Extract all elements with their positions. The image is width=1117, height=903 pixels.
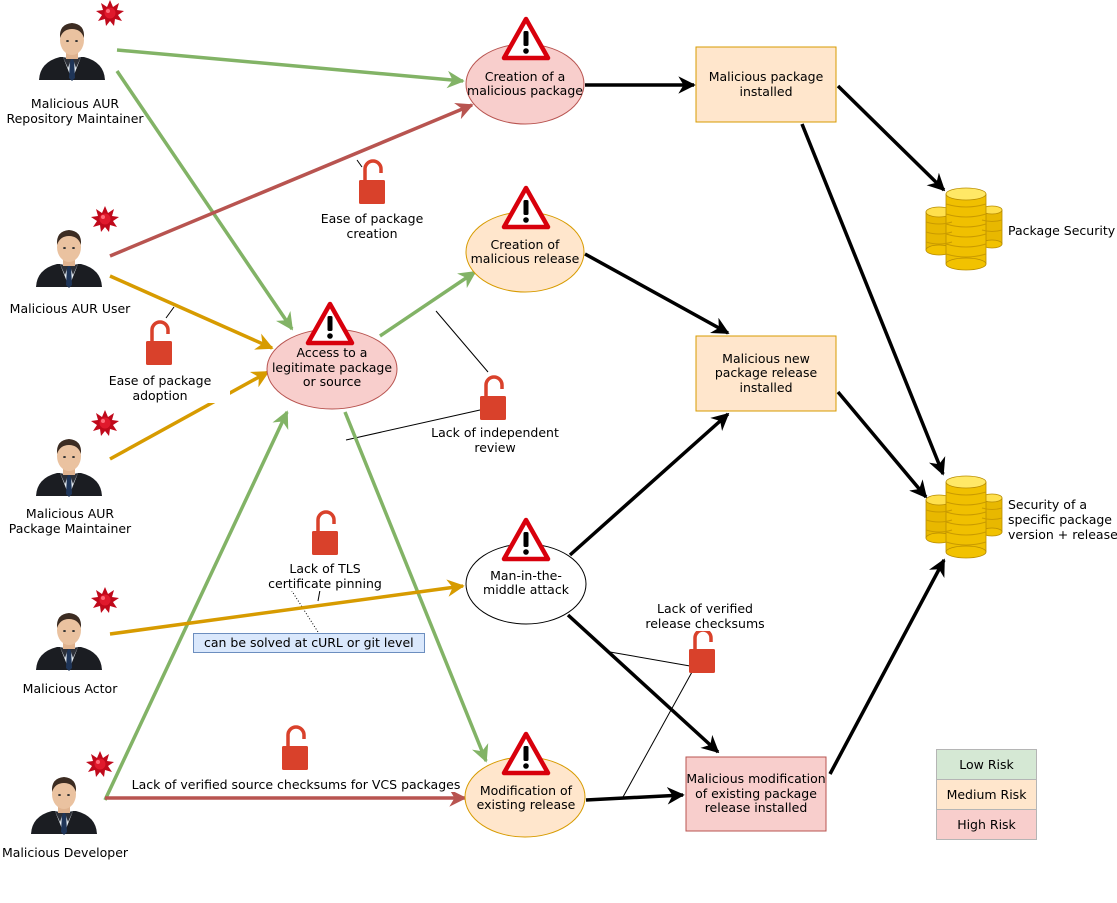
outcome-release-installed-box[interactable] (695, 335, 837, 412)
warning-icon (504, 188, 548, 227)
virus-icon (91, 587, 119, 613)
note-curl-git: can be solved at cURL or git level (193, 633, 425, 653)
warning-icon (504, 734, 548, 773)
person-icon (31, 777, 97, 835)
attack-creation-release-label: Creation of malicious release (470, 236, 580, 266)
legend-medium-risk: Medium Risk (936, 779, 1037, 810)
edge-dev-to-access (103, 410, 289, 801)
edge-repo-to-access (115, 70, 294, 331)
edge-mitm-to-newinstalled (568, 412, 730, 557)
attack-creation-pkg-label: Creation of a malicious package (467, 68, 583, 98)
attack-mitm-label: Man-in-the- middle attack (483, 567, 569, 597)
warning-icon (504, 19, 548, 58)
weakness-tls-pinning-label: Lack of TLS certificate pinning (250, 561, 400, 591)
actor-aur-user-label: Malicious AUR User (9, 301, 131, 316)
warning-icon (308, 304, 352, 343)
weakness-ease-adoption-label: Ease of package adoption (90, 373, 230, 403)
edge-user-to-access (109, 274, 274, 350)
open-lock-icon (478, 375, 508, 422)
person-icon (36, 613, 102, 671)
edge-actor-to-mitm (109, 579, 465, 636)
asset-pkg-security-label: Package Security (1008, 223, 1116, 238)
asset-version-security-label: Security of a specific package version +… (1008, 497, 1117, 542)
edge-newinstalled-to-versionsec (836, 390, 928, 499)
weakness-independent-review-label: Lack of independent review (415, 425, 575, 455)
edge-modinstalled-to-versionsec (828, 558, 946, 775)
weakness-ease-creation-label: Ease of package creation (302, 211, 442, 241)
warning-icon (504, 520, 548, 559)
virus-icon (91, 410, 119, 436)
orange-arrows (109, 274, 465, 636)
legend-high-risk: High Risk (936, 809, 1037, 840)
open-lock-icon (357, 159, 387, 206)
actor-pkg-maintainer-label: Malicious AUR Package Maintainer (8, 506, 132, 536)
open-lock-icon (310, 510, 340, 557)
actor-malicious-actor-label: Malicious Actor (22, 681, 118, 696)
open-lock-icon (144, 320, 174, 367)
open-lock-icon (687, 628, 717, 675)
person-icon (36, 230, 102, 288)
edge-installed-to-pkgsec (836, 84, 946, 192)
outcome-mod-installed-label: Malicious modification of existing packa… (686, 771, 826, 816)
red-arrows (105, 102, 474, 807)
edge-mitm-to-modinstalled (566, 613, 720, 754)
attack-modification-label: Modification of existing release (476, 782, 576, 812)
person-icon (39, 23, 105, 81)
green-arrows (103, 48, 489, 801)
actor-developer-label: Malicious Developer (1, 845, 129, 860)
virus-icon (96, 0, 124, 26)
gold-coins-icon (925, 475, 1003, 559)
weakness-connectors (165, 159, 693, 798)
person-icon (36, 439, 102, 497)
attack-access-label: Access to a legitimate package or source (271, 345, 393, 390)
outcome-pkg-installed-label: Malicious package installed (708, 69, 824, 99)
actor-repo-maintainer-label: Malicious AUR Repository Maintainer (6, 96, 144, 126)
weakness-source-checksums-label: Lack of verified source checksums for VC… (130, 777, 462, 792)
edge-release-to-newinstalled (584, 252, 730, 335)
virus-icon (91, 206, 119, 232)
outcome-pkg-installed-box[interactable] (695, 46, 837, 123)
edge-user-to-creation (109, 102, 474, 258)
edge-repo-to-creation (116, 48, 465, 89)
virus-icon (86, 751, 114, 777)
black-arrows (566, 76, 946, 805)
edge-modification-to-modinstalled (585, 787, 685, 805)
edge-access-to-modification (343, 411, 489, 763)
edge-access-to-release (379, 270, 477, 338)
legend-low-risk: Low Risk (936, 749, 1037, 780)
outcome-release-installed-label: Malicious new package release installed (714, 350, 818, 395)
open-lock-icon (280, 725, 310, 772)
edge-maintainer-to-access (109, 370, 270, 461)
outcome-mod-installed-box[interactable] (685, 756, 827, 832)
weakness-release-checksums-label: Lack of verified release checksums (630, 601, 780, 631)
gold-coins-icon (925, 187, 1003, 271)
edge-installed-to-versionsec (800, 123, 946, 476)
